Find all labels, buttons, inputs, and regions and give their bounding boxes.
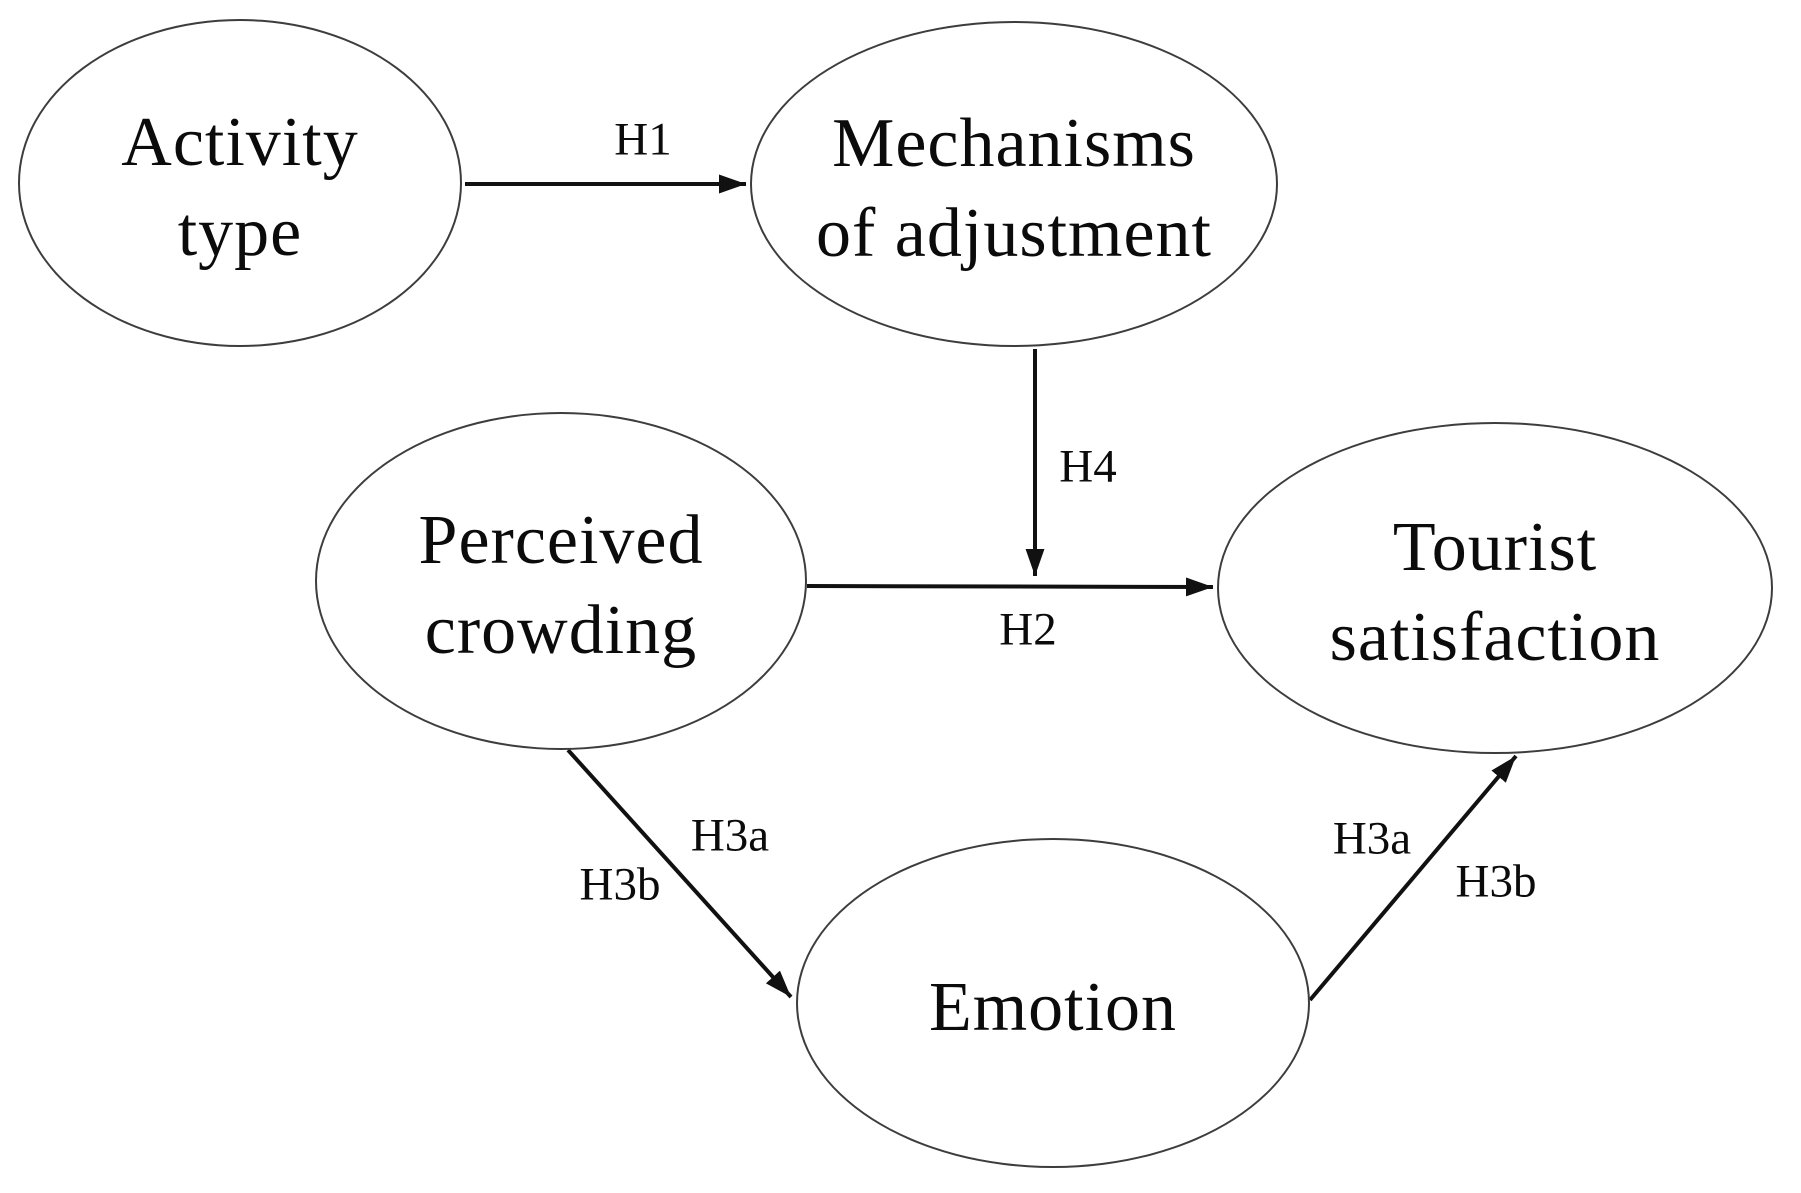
node-perceived-crowding-label: Perceived crowding <box>419 496 704 676</box>
node-mechanisms-line1: Mechanisms <box>832 105 1196 182</box>
node-emotion-line1: Emotion <box>928 969 1178 1046</box>
node-activity-type: Activity type <box>18 19 462 347</box>
edge-label-h3b-emotion-tourist: H3b <box>1455 855 1537 908</box>
node-mechanisms-label: Mechanisms of adjustment <box>816 99 1212 279</box>
node-mechanisms-of-adjustment: Mechanisms of adjustment <box>750 21 1278 347</box>
arrow-h2-perceived-to-tourist <box>806 577 1214 597</box>
node-perceived-crowding-line1: Perceived <box>418 502 704 579</box>
edge-label-h1: H1 <box>614 113 672 166</box>
node-tourist-satisfaction-line1: Tourist <box>1392 509 1598 586</box>
edge-label-h2: H2 <box>999 603 1057 656</box>
edge-label-h3a-perceived-emotion: H3a <box>690 809 770 862</box>
node-emotion-label: Emotion <box>929 963 1177 1053</box>
node-activity-type-line1: Activity <box>121 104 359 181</box>
edge-label-h4: H4 <box>1059 440 1117 493</box>
arrow-h3-perceived-to-emotion <box>566 748 793 999</box>
node-mechanisms-line2: of adjustment <box>816 195 1212 272</box>
edge-label-h3a-emotion-tourist: H3a <box>1332 812 1412 865</box>
node-perceived-crowding: Perceived crowding <box>315 412 807 750</box>
node-activity-type-line2: type <box>177 194 303 271</box>
node-activity-type-label: Activity type <box>121 98 358 278</box>
node-tourist-satisfaction: Tourist satisfaction <box>1217 422 1773 754</box>
node-tourist-satisfaction-line2: satisfaction <box>1329 599 1661 676</box>
node-tourist-satisfaction-label: Tourist satisfaction <box>1330 503 1661 683</box>
edge-label-h3b-perceived-emotion: H3b <box>579 858 661 911</box>
arrow-h3-emotion-to-tourist <box>1308 754 1518 1002</box>
node-emotion: Emotion <box>796 838 1310 1168</box>
node-perceived-crowding-line2: crowding <box>424 592 698 669</box>
